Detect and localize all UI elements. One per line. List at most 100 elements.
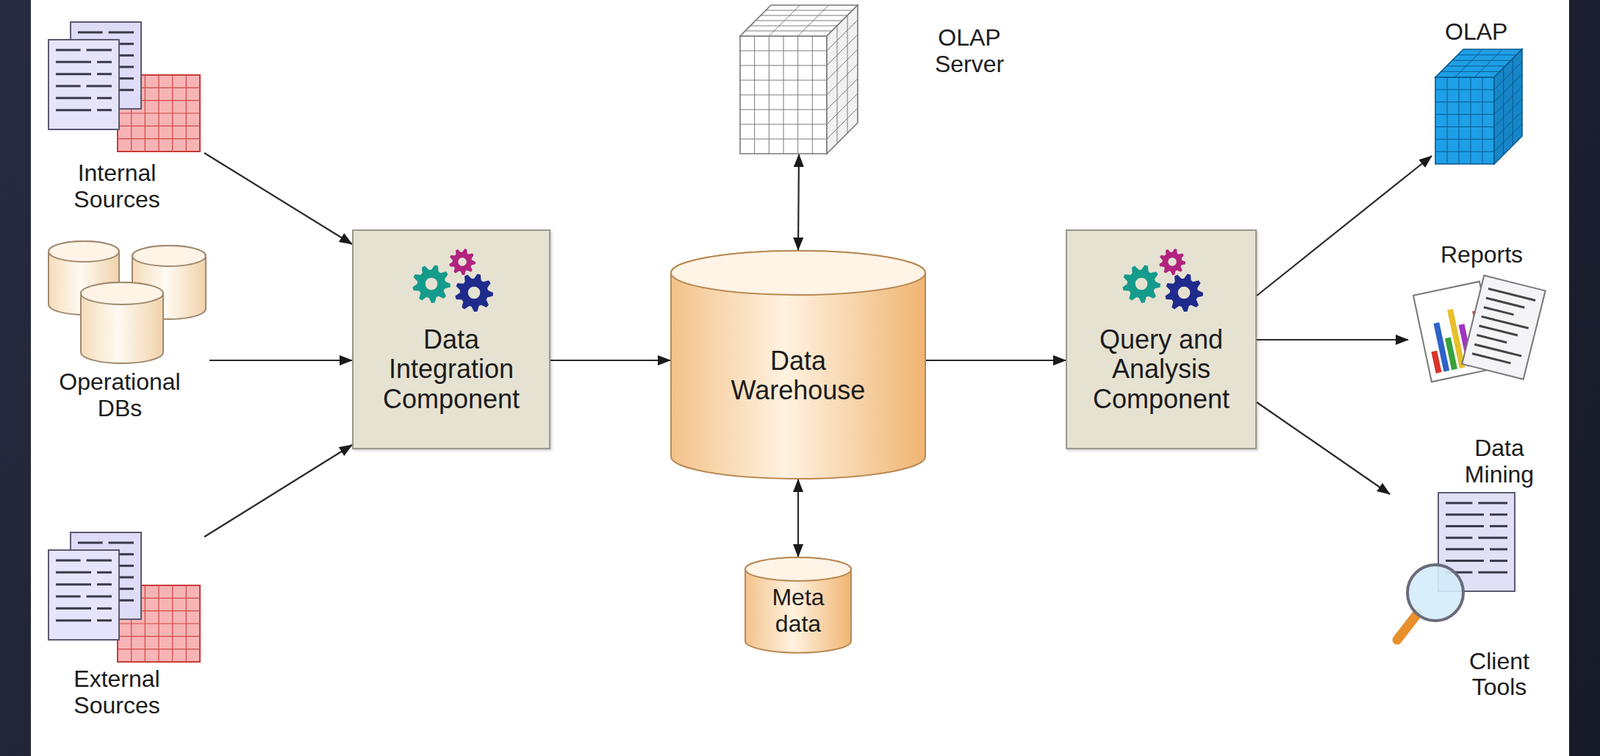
text-line: [1489, 559, 1508, 562]
grid-line: [1494, 98, 1523, 127]
node-label: Internal Sources: [54, 160, 180, 214]
grid-line: [1482, 77, 1484, 164]
text-line: [97, 571, 112, 574]
gear-hole: [1178, 286, 1191, 300]
grid-line: [1446, 65, 1506, 67]
grid-line: [1435, 150, 1495, 152]
grid-line: [1447, 77, 1448, 164]
text-line: [1489, 524, 1508, 527]
grid-line: [740, 65, 827, 67]
text-line: [119, 88, 134, 92]
gear: [449, 248, 476, 275]
text-line: [119, 587, 134, 590]
text-line: [1445, 524, 1484, 527]
text-line: [55, 108, 92, 111]
source-icon-art: [45, 530, 205, 663]
text-line: [55, 618, 92, 622]
cylinder-top: [132, 245, 206, 267]
grid-line: [1435, 126, 1495, 128]
node-label: Data Mining: [1455, 435, 1544, 489]
grid-line: [826, 19, 858, 51]
node-label: Client Tools: [1455, 648, 1544, 702]
text-line: [1476, 334, 1507, 342]
grid-line: [1435, 113, 1495, 115]
text-line: [55, 97, 92, 100]
text-line: [97, 97, 112, 100]
grid-line: [826, 34, 858, 66]
text-line: [1472, 353, 1511, 364]
page-sheet: [48, 549, 120, 640]
metadata-cylinder: Meta data: [744, 556, 852, 654]
grid-line: [117, 648, 200, 649]
client-tools-art: [1392, 490, 1522, 646]
grid-line: [740, 94, 827, 96]
text-line: [1445, 501, 1473, 504]
text-line: [1477, 535, 1508, 538]
olap-server-art: [739, 4, 859, 155]
text-line: [97, 607, 112, 610]
reports-icon: Reports: [1411, 238, 1540, 382]
text-line: [55, 582, 92, 586]
text-line: [97, 61, 112, 64]
page-sheet: [48, 39, 120, 130]
flow-arrow: [1256, 402, 1390, 494]
grid-line: [1435, 88, 1495, 90]
text-line: [108, 541, 134, 544]
node-label: External Sources: [54, 665, 180, 719]
text-line: [1489, 512, 1508, 516]
grid-line: [760, 15, 848, 17]
report-sheet: [1461, 274, 1545, 379]
cylinder-body: [80, 282, 164, 364]
text-line: [1445, 535, 1473, 538]
text-line: [1483, 307, 1515, 315]
text-line: [119, 552, 134, 555]
flow-arrow: [797, 479, 799, 557]
cylinder-body: [671, 250, 926, 479]
grid-line: [740, 109, 827, 111]
process-box: Data Integration Component: [352, 229, 551, 450]
node-label: OLAP Server: [914, 24, 1025, 78]
flow-arrow: [1256, 338, 1409, 341]
grid-line: [117, 138, 200, 139]
text-line: [97, 618, 112, 622]
text-line: [55, 61, 92, 64]
grid-line: [826, 49, 858, 81]
text-line: [77, 541, 103, 544]
olap-cube-art: [1434, 48, 1525, 165]
cylinder-top: [745, 557, 852, 581]
text-line: [1488, 288, 1536, 300]
text-line: [119, 42, 134, 45]
gear-hole: [425, 277, 439, 291]
gear-hole: [1135, 277, 1149, 291]
text-line: [55, 72, 92, 75]
cylinder-body: [745, 557, 852, 653]
grid-line: [826, 108, 858, 139]
grid-line: [1470, 77, 1472, 164]
olap-server: OLAP Server: [739, 4, 1037, 155]
text-line: [1445, 559, 1484, 562]
magnifier-handle: [1397, 612, 1418, 640]
grid-line: [755, 20, 843, 22]
grid-line: [826, 78, 858, 110]
node-label: Data Warehouse: [706, 346, 891, 406]
text-line: [119, 598, 134, 602]
cylinder-top: [671, 250, 926, 295]
text-line: [97, 582, 112, 586]
cylinder-top: [48, 241, 120, 262]
text-line: [55, 559, 81, 562]
gear: [454, 273, 494, 312]
grid-line: [1494, 74, 1523, 103]
grid-line: [798, 5, 830, 37]
flow-arrow: [204, 444, 353, 537]
text-line: [55, 595, 81, 598]
report-sheet: [1461, 274, 1545, 379]
text-line: [97, 72, 112, 75]
grid-line: [740, 80, 827, 81]
gear: [412, 264, 451, 303]
text-line: [55, 607, 92, 610]
grid-line: [1458, 77, 1460, 164]
grid-line: [117, 635, 200, 637]
grid-line: [740, 50, 827, 52]
grid-line: [826, 63, 858, 95]
